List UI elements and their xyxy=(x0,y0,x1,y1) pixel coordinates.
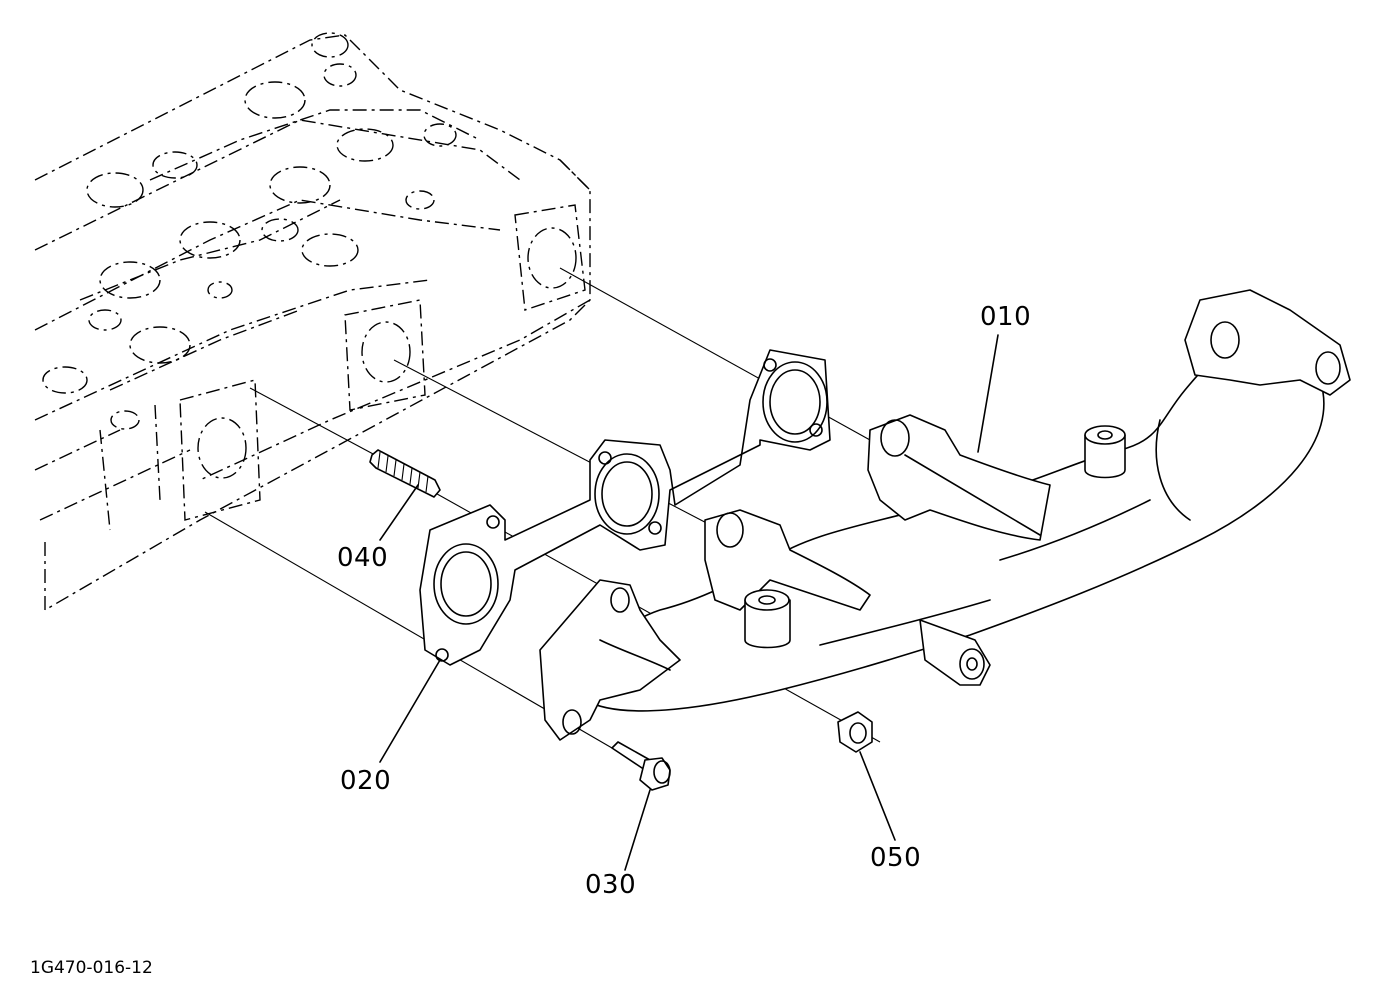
callout-010-manifold: 010 xyxy=(980,302,1032,332)
head-exhaust-port-1 xyxy=(514,204,586,311)
callout-030-bolt: 030 xyxy=(585,870,637,900)
callout-020-gasket: 020 xyxy=(340,766,392,796)
hex-nut xyxy=(837,711,873,753)
exhaust-manifold xyxy=(539,289,1351,741)
head-exhaust-port-3 xyxy=(179,379,261,521)
flange-bolt xyxy=(611,741,671,791)
leader-lines xyxy=(379,334,999,871)
callout-040-stud: 040 xyxy=(337,543,389,573)
figure-id: 1G470-016-12 xyxy=(30,958,153,978)
cylinder-head-outline xyxy=(34,32,591,611)
callout-050-nut: 050 xyxy=(870,843,922,873)
stud-bolt xyxy=(369,449,441,498)
exhaust-manifold-gasket xyxy=(419,349,831,666)
head-exhaust-port-2 xyxy=(344,299,426,411)
